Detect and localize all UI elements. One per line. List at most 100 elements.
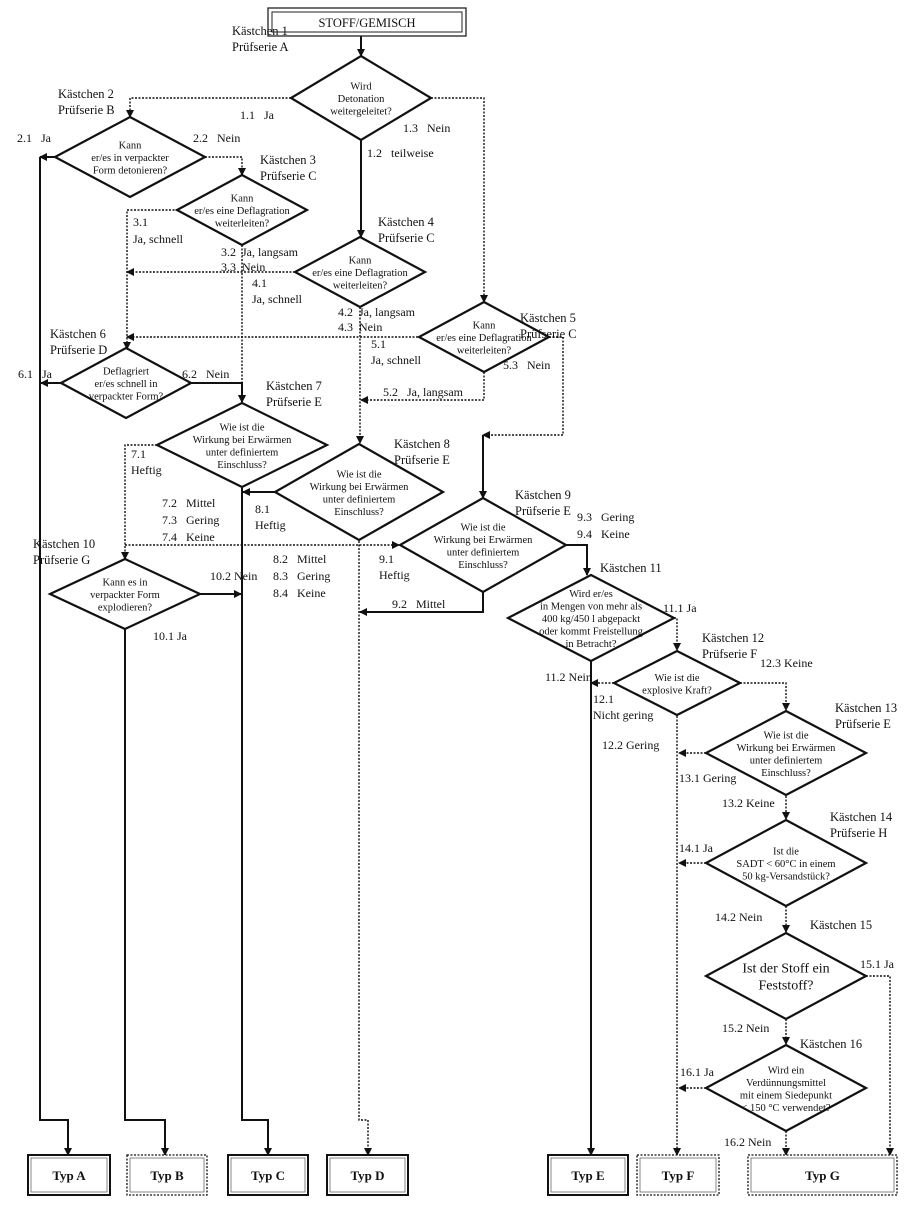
dotted-connector <box>866 975 894 1156</box>
decision-question-line: weiterleiten? <box>457 346 512 357</box>
answer-label: 3.2 Ja, langsam <box>221 245 299 259</box>
answer-label: 16.2 Nein <box>724 1135 771 1149</box>
decision-diamond <box>52 115 208 199</box>
decision-question-line: Kann <box>349 256 372 267</box>
answer-label: 11.1 Ja <box>663 601 697 615</box>
result-typ-a: Typ A <box>27 1154 111 1196</box>
solid-connector <box>566 544 591 576</box>
box-number: Kästchen 3 <box>260 153 316 167</box>
test-series: Prüfserie H <box>830 826 887 840</box>
decision-question-line: er/es eine Deflagration <box>436 333 532 344</box>
decision-question-line: Wird <box>350 82 372 93</box>
answer-label: Ja, schnell <box>371 353 422 367</box>
answer-label: 12.2 Gering <box>602 738 659 752</box>
solid-connector <box>241 488 272 1156</box>
dotted-connector <box>205 156 246 176</box>
decision-question-line: Wie ist die <box>336 469 381 480</box>
dotted-connector <box>126 97 291 118</box>
box-number: Kästchen 13 <box>835 701 897 715</box>
decision-diamond <box>174 173 310 247</box>
dotted-connector <box>123 209 178 350</box>
decision-question-line: Wie ist die <box>654 673 699 684</box>
answer-label: Nicht gering <box>593 708 653 722</box>
box-number: Kästchen 14 <box>830 810 893 824</box>
answer-label: 2.2 Nein <box>193 131 240 145</box>
answer-label: 6.2 Nein <box>182 367 229 381</box>
result-label: Typ G <box>805 1168 840 1183</box>
dotted-connector <box>431 97 488 303</box>
box-number: Kästchen 11 <box>600 561 662 575</box>
decision-question-line: 400 kg/450 l abgepackt <box>542 614 640 625</box>
decision-question-line: Wirkung bei Erwärmen <box>434 535 533 546</box>
answer-label: 2.1 Ja <box>17 131 52 145</box>
answer-label: 8.2 Mittel <box>273 552 327 566</box>
answer-label: 13.2 Keine <box>722 796 775 810</box>
box-number: Kästchen 9 <box>515 488 571 502</box>
result-typ-e: Typ E <box>547 1154 629 1196</box>
decision-question-line: in Betracht? <box>565 639 616 650</box>
decision-question-line: er/es eine Deflagration <box>194 206 290 217</box>
decision-question-line: weiterleiten? <box>333 281 388 292</box>
test-series: Prüfserie C <box>520 327 577 341</box>
box-number: Kästchen 10 <box>33 537 95 551</box>
dotted-connector <box>673 617 681 651</box>
answer-label: 14.1 Ja <box>679 841 714 855</box>
decision-question-line: explodieren? <box>98 603 153 614</box>
decision-question-line: unter definiertem <box>206 447 279 458</box>
decision-diamond <box>703 1043 869 1133</box>
result-label: Typ A <box>52 1168 86 1183</box>
box-number: Kästchen 5 <box>520 311 576 325</box>
answer-label: Heftig <box>379 568 410 582</box>
answer-label: 3.1 <box>133 215 148 229</box>
answer-label: 9.3 Gering <box>577 510 634 524</box>
answer-label: 1.1 Ja <box>240 108 275 122</box>
decision-question-line: Wirkung bei Erwärmen <box>310 482 409 493</box>
box-number: Kästchen 8 <box>394 437 450 451</box>
decision-diamond <box>703 931 869 1021</box>
answer-label: 1.3 Nein <box>403 121 450 135</box>
result-label: Typ E <box>571 1168 604 1183</box>
decision-question-line: Kann <box>473 321 496 332</box>
decision-question-line: < 150 °C verwendet? <box>741 1103 830 1114</box>
decision-diamond <box>288 54 434 142</box>
decision-question-line: 50 kg-Versandstück? <box>742 872 830 883</box>
decision-diamond <box>703 818 869 908</box>
answer-label: 13.1 Gering <box>679 771 736 785</box>
answer-label: 8.4 Keine <box>273 586 326 600</box>
answer-label: 11.2 Nein <box>545 670 592 684</box>
answer-label: Ja, schnell <box>252 292 303 306</box>
decision-question-line: weitergeleitet? <box>330 107 392 118</box>
test-series: Prüfserie C <box>378 231 435 245</box>
test-series: Prüfserie E <box>515 504 571 518</box>
decision-diamond <box>47 557 203 631</box>
decision-diamond <box>505 573 677 663</box>
answer-label: 7.2 Mittel <box>162 496 216 510</box>
decision-question-line: Wirkung bei Erwärmen <box>193 435 292 446</box>
decision-question-line: Detonation <box>338 94 385 105</box>
answer-label: 9.1 <box>379 552 394 566</box>
decision-question-line: Verdünnungsmittel <box>746 1078 826 1089</box>
result-label: Typ B <box>150 1168 184 1183</box>
test-series: Prüfserie F <box>702 647 757 661</box>
decision-question-line: Wird er/es <box>569 589 613 600</box>
answer-label: 15.2 Nein <box>722 1021 769 1035</box>
answer-label: 4.2 Ja, langsam <box>338 305 416 319</box>
decision-question-line: weiterleiten? <box>215 219 270 230</box>
answer-label: 14.2 Nein <box>715 910 762 924</box>
decision-diamond <box>703 709 869 797</box>
decision-question-line: SADT < 60°C in einem <box>736 859 835 870</box>
box-number: Kästchen 16 <box>800 1037 862 1051</box>
answer-label: Heftig <box>131 463 162 477</box>
